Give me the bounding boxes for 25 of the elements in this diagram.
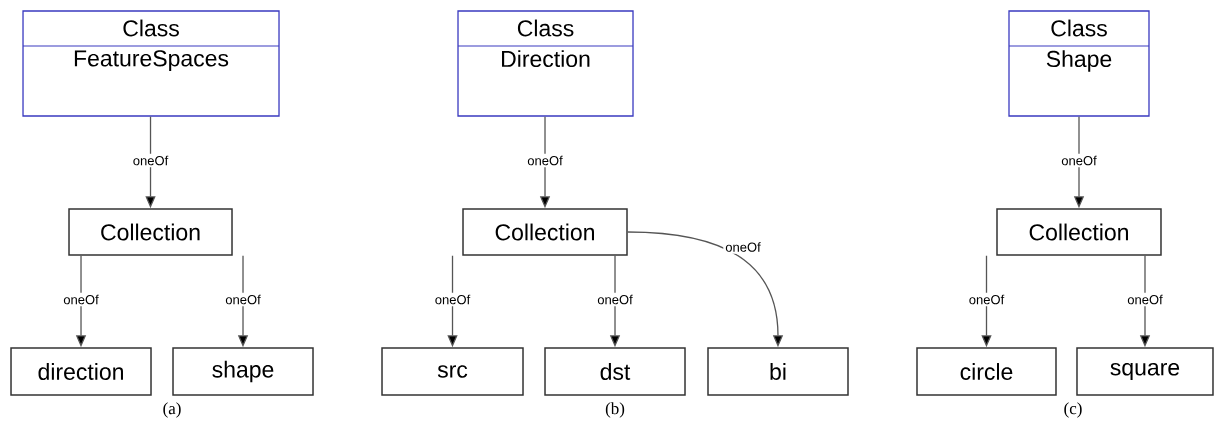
panel-caption: (c) — [1064, 402, 1082, 418]
collection-box: direction — [10, 347, 152, 396]
collection-box: square — [1076, 347, 1214, 396]
panel-caption: (a) — [163, 402, 181, 418]
edge-label: oneOf — [432, 292, 473, 307]
edge-label: oneOf — [61, 292, 101, 307]
class-box: Class Direction — [457, 10, 634, 117]
edge-label: oneOf — [966, 292, 1007, 307]
collection-box: src — [381, 347, 524, 396]
edge-label: oneOf — [525, 153, 565, 168]
collection-box: Collection — [68, 208, 233, 256]
edge-label: oneOf — [595, 292, 635, 307]
collection-box: Collection — [462, 208, 628, 256]
collection-box: circle — [916, 347, 1057, 396]
collection-box: dst — [544, 347, 686, 396]
class-box: Class FeatureSpaces — [22, 10, 280, 117]
collection-box: shape — [172, 347, 314, 396]
edge-label: oneOf — [223, 292, 263, 307]
edge-label: oneOf — [130, 153, 171, 168]
edge-label: oneOf — [723, 240, 763, 254]
collection-box: Collection — [996, 208, 1162, 256]
collection-box: bi — [707, 347, 849, 396]
edge-label: oneOf — [1059, 153, 1099, 168]
class-box: Class Shape — [1008, 10, 1150, 117]
edge-label: oneOf — [1125, 292, 1165, 307]
